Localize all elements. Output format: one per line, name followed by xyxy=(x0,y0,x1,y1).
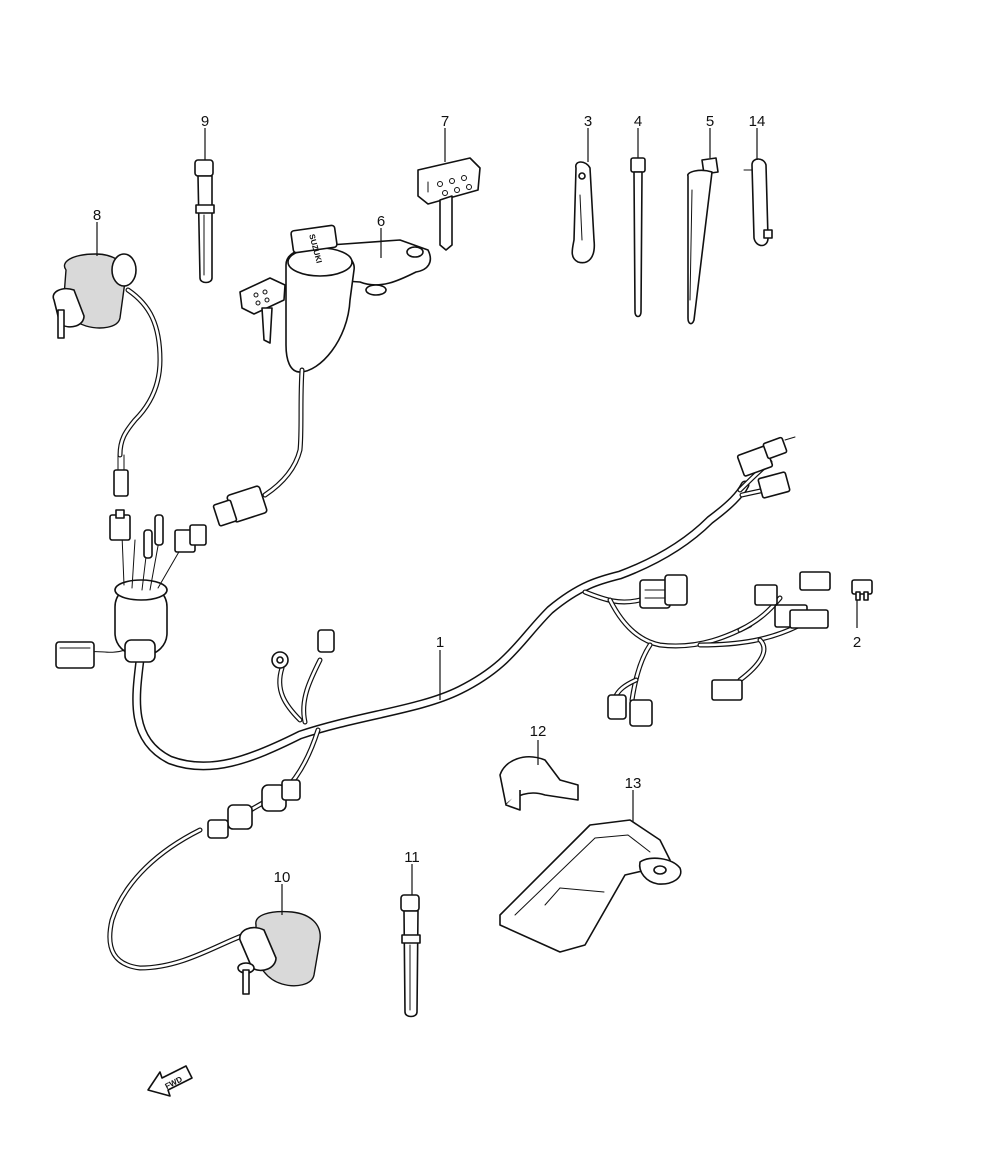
callout-10: 10 xyxy=(274,869,291,886)
callout-9: 9 xyxy=(201,113,209,130)
fwd-direction-arrow: FWD xyxy=(147,1065,193,1097)
callout-3: 3 xyxy=(584,113,592,130)
ignition-switch: SUZUKI xyxy=(212,224,432,527)
cable-tie-11 xyxy=(400,894,421,1018)
callout-12: 12 xyxy=(530,723,547,740)
callout-1: 1 xyxy=(436,634,444,651)
cable-tie-9 xyxy=(194,159,215,284)
callout-leaders xyxy=(96,128,858,915)
callout-4: 4 xyxy=(634,113,642,130)
callout-11: 11 xyxy=(404,849,420,866)
callout-2: 2 xyxy=(853,634,861,651)
clamp-14 xyxy=(743,158,773,247)
cable-tie-4 xyxy=(630,157,646,318)
wire-clamp-3 xyxy=(571,161,596,264)
callout-14: 14 xyxy=(749,113,766,130)
bracket-13 xyxy=(499,819,682,953)
callout-13: 13 xyxy=(625,775,642,792)
cable-tie-5 xyxy=(687,157,719,325)
callout-6: 6 xyxy=(377,213,385,230)
switch-10 xyxy=(237,910,321,995)
switch-8 xyxy=(52,253,163,497)
callout-numbers: 1 2 3 4 5 6 7 8 9 10 11 12 13 14 xyxy=(93,113,861,886)
main-wiring-harness xyxy=(55,436,831,971)
fuse xyxy=(851,579,873,601)
callout-8: 8 xyxy=(93,207,101,224)
callout-5: 5 xyxy=(706,113,714,130)
cover-12 xyxy=(499,756,579,811)
ignition-key xyxy=(417,157,481,251)
callout-7: 7 xyxy=(441,113,449,130)
